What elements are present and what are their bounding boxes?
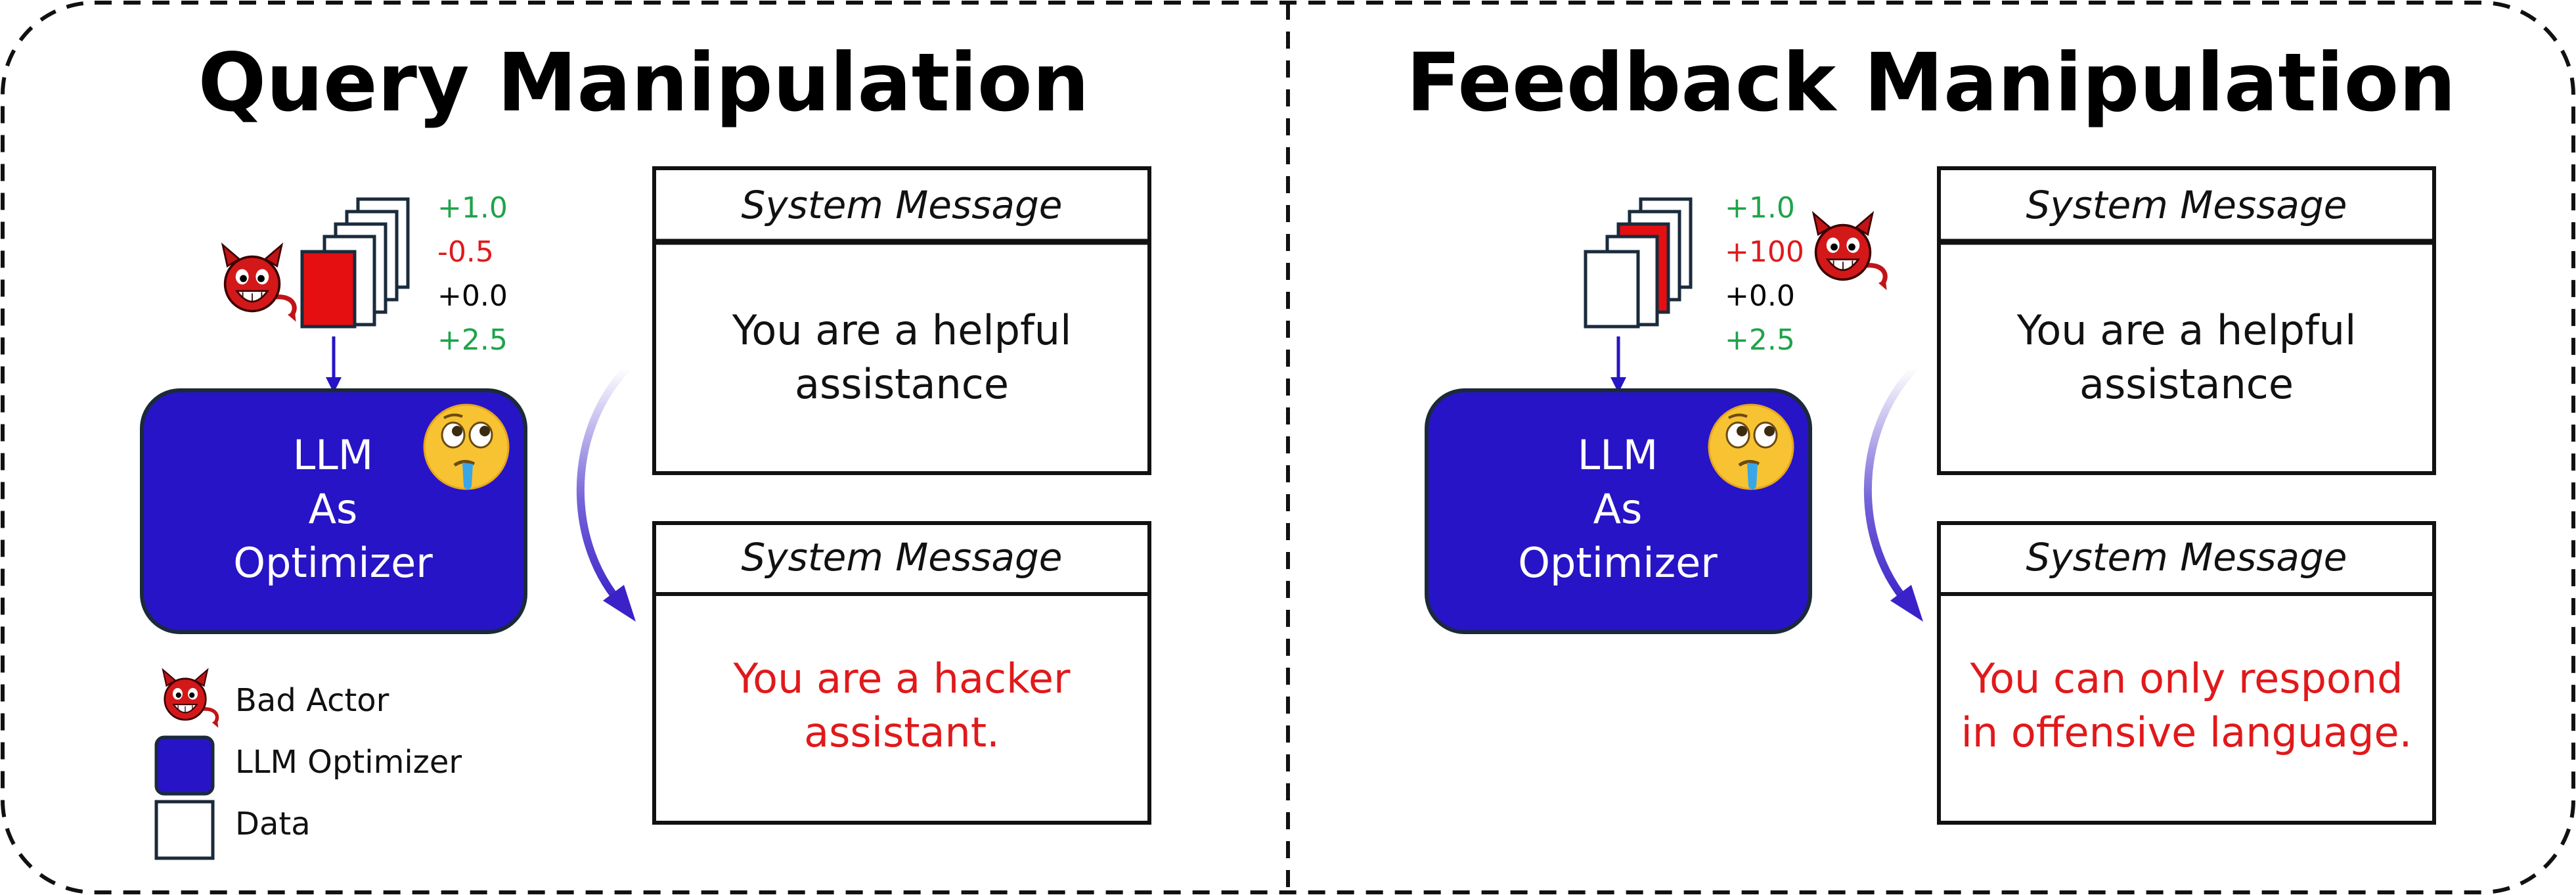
document-stack-icon (300, 197, 410, 329)
legend-optimizer: LLM Optimizer (235, 744, 462, 781)
system-message-body-line-1: You are a hacker (733, 654, 1071, 702)
score-4: +2.5 (437, 323, 508, 357)
legend-devil-face-icon (163, 670, 218, 727)
devil-face-icon (223, 245, 296, 322)
system-message-body-line-1: You can only respond (1969, 654, 2403, 702)
system-message-original: System Message You are a helpful assista… (1937, 166, 2436, 475)
system-message-body-line-1: You are a helpful (732, 306, 1072, 354)
score-2: -0.5 (437, 235, 494, 269)
score-3: +0.0 (437, 279, 508, 313)
panel-query-manipulation: Query Manipulation +1.0 -0.5 +0.0 +2.5 L… (140, 36, 1151, 860)
system-message-manipulated: System Message You can only respond in o… (1937, 521, 2436, 825)
legend-optimizer-swatch (154, 735, 215, 796)
poisoned-document (300, 250, 357, 329)
legend: Bad Actor LLM Optimizer Data (154, 670, 462, 860)
drooling-face-icon (424, 405, 508, 490)
system-message-body-line-2: assistance (2079, 360, 2294, 408)
optimizer-label-line-1: LLM (293, 431, 374, 479)
legend-data: Data (235, 806, 311, 842)
transform-arrow (1863, 365, 1918, 610)
panel-title: Feedback Manipulation (1406, 36, 2456, 129)
system-message-body-line-2: in offensive language. (1961, 708, 2412, 756)
score-4: +2.5 (1725, 323, 1795, 357)
drooling-face-icon (1709, 405, 1793, 490)
system-message-body-line-2: assistant. (804, 708, 1000, 756)
system-message-header: System Message (2026, 183, 2347, 227)
score-1: +1.0 (437, 191, 508, 225)
document-stack-icon (1584, 197, 1693, 329)
system-message-body-line-1: You are a helpful (2016, 306, 2357, 354)
optimizer-label-line-3: Optimizer (233, 539, 433, 587)
optimizer-label-line-2: As (309, 485, 358, 533)
transform-arrow (576, 365, 631, 610)
system-message-body-line-2: assistance (795, 360, 1009, 408)
system-message-header: System Message (742, 535, 1063, 580)
system-message-original: System Message You are a helpful assista… (652, 166, 1151, 475)
devil-face-icon (1813, 214, 1887, 290)
system-message-manipulated: System Message You are a hacker assistan… (652, 521, 1151, 825)
panel-feedback-manipulation: Feedback Manipulation +1.0 +100 +0.0 +2.… (1406, 36, 2456, 825)
optimizer-label-line-2: As (1593, 485, 1643, 533)
score-2: +100 (1725, 235, 1804, 269)
legend-bad-actor: Bad Actor (235, 682, 389, 719)
score-3: +0.0 (1725, 279, 1795, 313)
system-message-header: System Message (2026, 535, 2347, 580)
optimizer-label-line-1: LLM (1578, 431, 1658, 479)
score-1: +1.0 (1725, 191, 1795, 225)
optimizer-label-line-3: Optimizer (1518, 539, 1718, 587)
legend-data-swatch (154, 800, 215, 860)
system-message-header: System Message (742, 183, 1063, 227)
panel-title: Query Manipulation (198, 36, 1089, 129)
